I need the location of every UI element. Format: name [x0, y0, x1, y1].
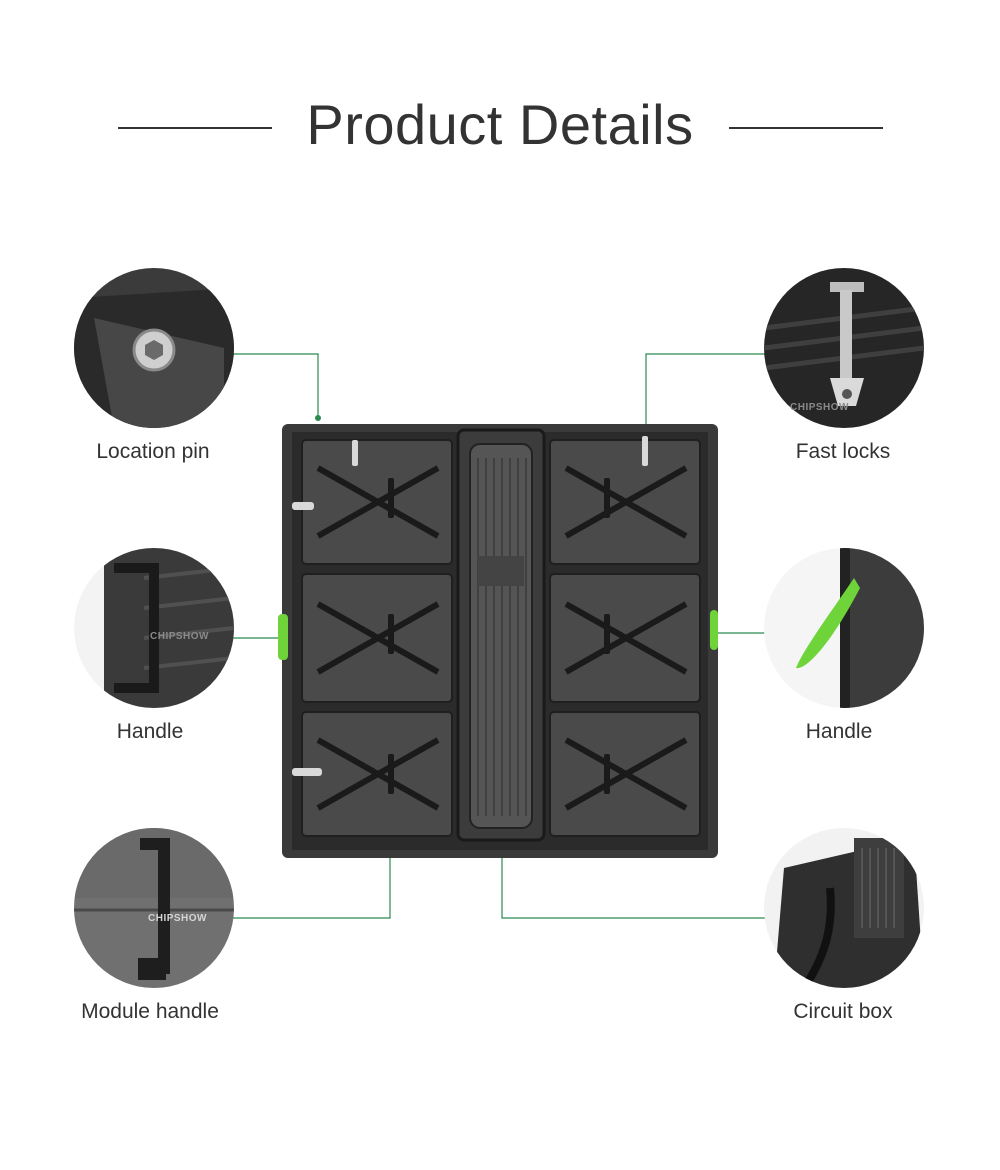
circuit-box-label: Circuit box [793, 1000, 893, 1023]
location-pin-icon [74, 268, 234, 428]
title-rule-right [729, 127, 883, 129]
circuit-box-icon [764, 828, 924, 988]
brand-watermark-handle: CHIPSHOW [150, 631, 209, 642]
fast-locks-label: Fast locks [795, 440, 891, 463]
handle-icon [74, 548, 234, 708]
location-pin-callout [74, 268, 234, 428]
fast-lock-icon [764, 268, 924, 428]
connector-location-pin [232, 353, 319, 418]
handle-left-callout [74, 548, 234, 708]
circuit-box-callout [764, 828, 924, 988]
location-pin-label: Location pin [96, 440, 210, 463]
fast-locks-callout [764, 268, 924, 428]
title-rule-left [118, 127, 272, 129]
brand-watermark: CHIPSHOW [790, 402, 849, 413]
module-handle-callout [74, 828, 234, 988]
handle-right-callout [764, 548, 924, 708]
module-handle-label: Module handle [81, 1000, 219, 1023]
led-cabinet-image [278, 418, 722, 862]
page-title: Product Details [306, 93, 694, 156]
handle-right-label: Handle [805, 720, 873, 743]
handle-icon [764, 548, 924, 708]
module-handle-icon [74, 828, 234, 988]
brand-watermark-module: CHIPSHOW [148, 913, 207, 924]
handle-left-label: Handle [116, 720, 184, 743]
